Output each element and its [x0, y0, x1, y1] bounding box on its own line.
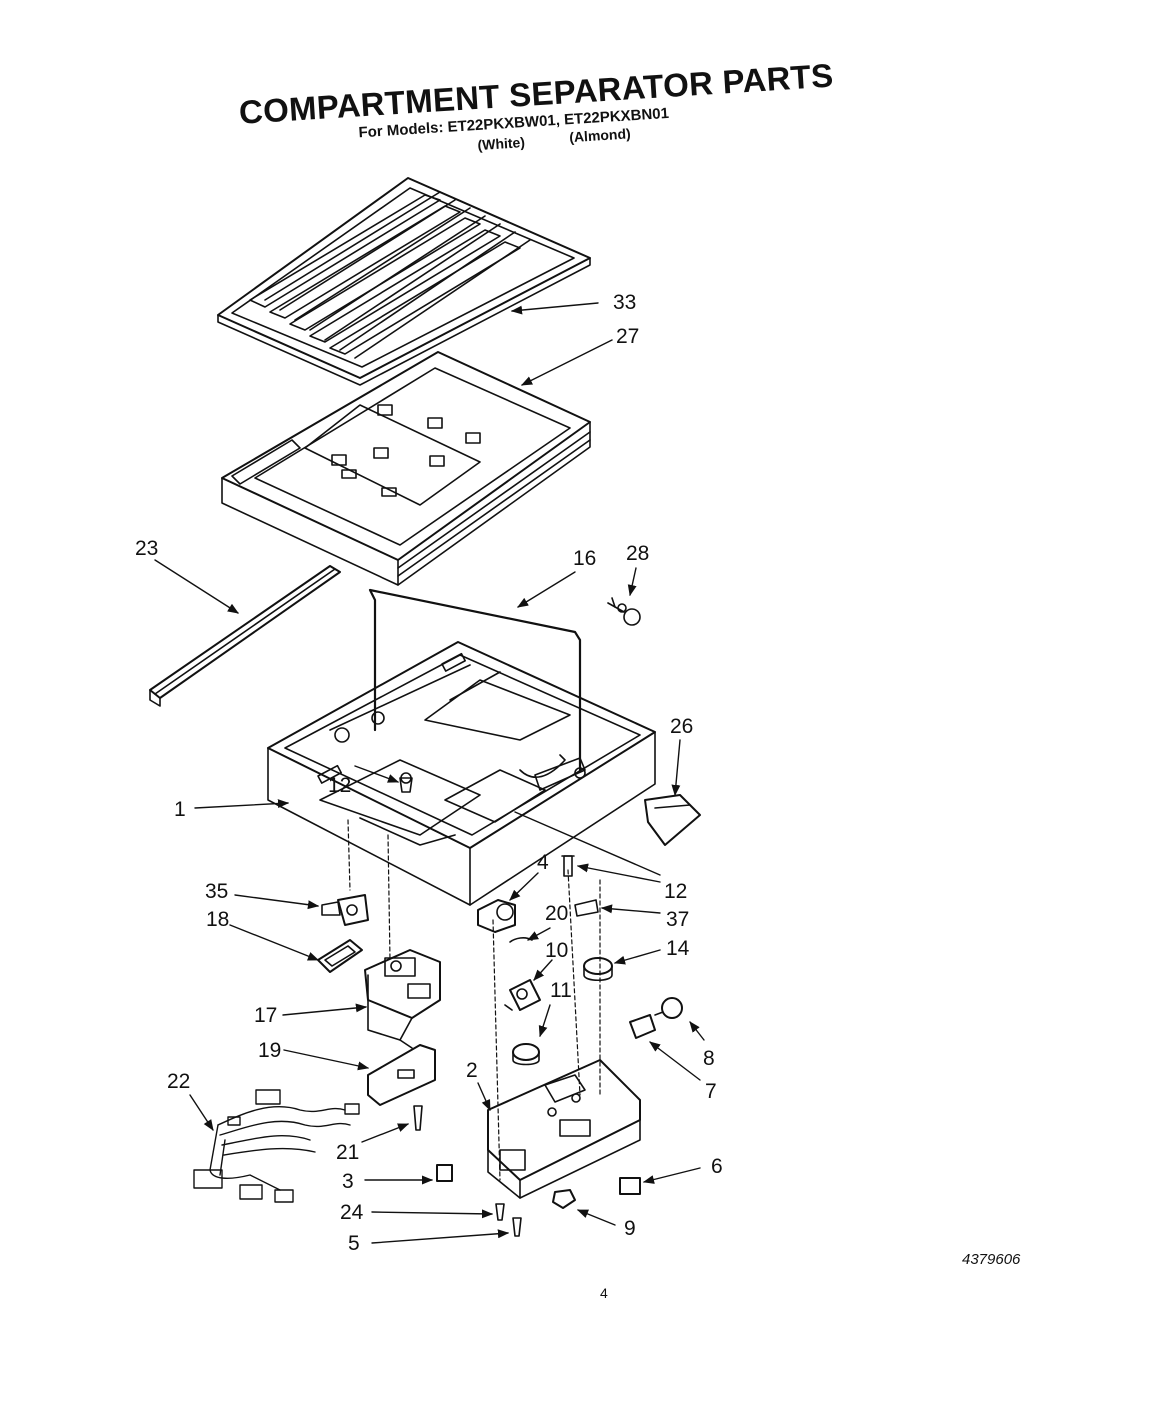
- part-12-screw-upper: [399, 772, 413, 793]
- part-4-knob-bracket: [477, 899, 516, 933]
- callout-16: 16: [573, 547, 597, 570]
- page-number: 4: [600, 1285, 608, 1301]
- callout-4: 4: [537, 851, 549, 874]
- callout-9: 9: [624, 1217, 636, 1240]
- part-8-lamp-bulb: [654, 997, 683, 1019]
- part-9-nut: [552, 1189, 576, 1209]
- part-26-bracket: [644, 794, 701, 846]
- part-7-lamp-socket: [629, 1014, 656, 1039]
- part-12-screw-lower: [561, 855, 575, 877]
- callout-21: 21: [336, 1141, 360, 1164]
- part-2-control-housing: [487, 1059, 641, 1199]
- part-23-gasket-strip: [149, 565, 341, 707]
- part-33-grille-shelf: [217, 177, 591, 386]
- callout-27: 27: [616, 325, 640, 348]
- callout-18: 18: [206, 908, 230, 931]
- callout-19: 19: [258, 1039, 282, 1062]
- part-1-separator-pan: [267, 641, 656, 906]
- callout-24: 24: [340, 1201, 364, 1224]
- callout-3: 3: [342, 1170, 354, 1193]
- reference-number: 4379606: [962, 1251, 1021, 1268]
- callout-35: 35: [205, 880, 229, 903]
- callout-1: 1: [174, 798, 186, 821]
- callout-8: 8: [703, 1047, 715, 1070]
- callout-10: 10: [545, 939, 569, 962]
- callout-37: 37: [666, 908, 690, 931]
- part-5-screw: [512, 1217, 522, 1237]
- callout-11: 11: [550, 979, 572, 1002]
- part-14-knob: [583, 957, 613, 982]
- callout-23: 23: [135, 537, 159, 560]
- callout-22: 22: [167, 1070, 191, 1093]
- part-3-clip: [436, 1164, 453, 1182]
- part-17-damper-housing: [364, 949, 441, 1041]
- part-11-knob: [512, 1043, 540, 1066]
- callout-5: 5: [348, 1232, 360, 1255]
- callout-33: 33: [613, 291, 637, 314]
- part-37-clip: [574, 899, 599, 917]
- callout-12-upper: 12: [328, 774, 352, 797]
- callout-2: 2: [466, 1059, 478, 1082]
- callout-7: 7: [705, 1080, 717, 1103]
- callout-12-lower: 12: [664, 880, 688, 903]
- part-35-bracket: [321, 894, 369, 926]
- part-21-screw: [413, 1105, 423, 1131]
- part-27-separator-frame: [221, 351, 591, 586]
- part-16-wire-loop: [368, 588, 582, 772]
- part-24-screw: [495, 1203, 505, 1221]
- callout-6: 6: [711, 1155, 723, 1178]
- part-10-thermostat: [504, 979, 541, 1011]
- callout-26: 26: [670, 715, 694, 738]
- part-18-gasket: [317, 939, 363, 973]
- part-6-connector: [619, 1177, 641, 1195]
- callout-14: 14: [666, 937, 690, 960]
- part-28-fitting: [607, 597, 641, 626]
- callout-17: 17: [254, 1004, 278, 1027]
- part-22-wire-harness: [193, 1089, 360, 1203]
- callout-20: 20: [545, 902, 569, 925]
- leader-lines: [154, 302, 705, 1244]
- part-19-cover: [367, 1039, 436, 1106]
- callout-28: 28: [626, 542, 650, 565]
